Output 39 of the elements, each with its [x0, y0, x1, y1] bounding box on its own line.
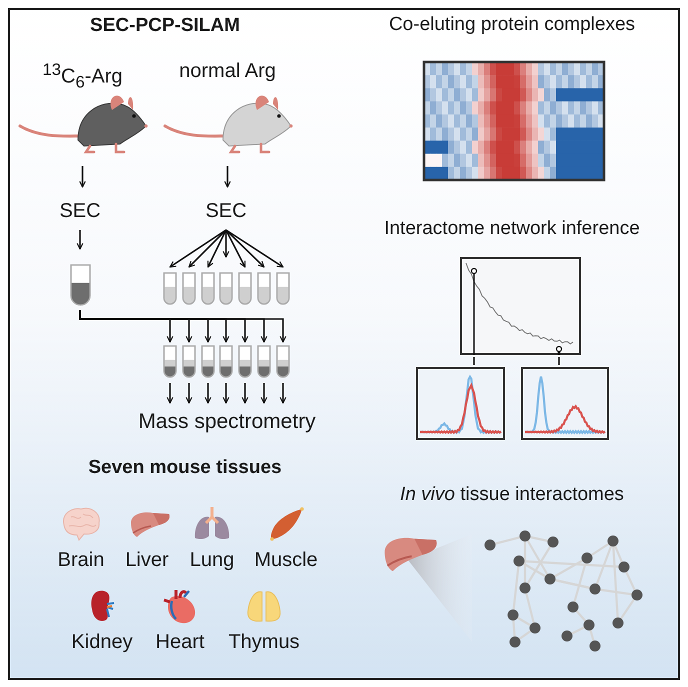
tissue-label: Muscle [254, 549, 318, 571]
section-heading: In vivo tissue interactomes [400, 484, 624, 505]
sample-label: normal Arg [178, 60, 277, 83]
arrow [188, 229, 227, 268]
arrow [280, 383, 286, 404]
section-heading: Seven mouse tissues [88, 457, 282, 478]
connector-line [558, 357, 560, 365]
tissue-label: Heart [156, 631, 204, 653]
elution-profile-chart [521, 367, 609, 440]
tissue-label: Thymus [228, 631, 300, 653]
elution-profile-chart [416, 367, 505, 440]
arrow [186, 383, 192, 404]
arrow [76, 230, 84, 250]
tissue-label: Brain [58, 549, 104, 571]
tissue-label: Lung [190, 549, 234, 571]
arrow [169, 229, 226, 268]
arrow [207, 230, 227, 268]
connector-line [473, 357, 475, 365]
section-heading: Co-eluting protein complexes [388, 14, 636, 35]
section-heading: Interactome network inference [384, 218, 640, 239]
tissue-label: Liver [125, 549, 169, 571]
arrow [166, 383, 174, 404]
arrow [225, 229, 265, 268]
tissue-label: Kidney [71, 631, 133, 653]
arrow [260, 383, 268, 404]
arrow [224, 166, 231, 188]
score-curve-chart [460, 257, 581, 355]
arrow [222, 383, 230, 404]
arrow [242, 383, 248, 404]
arrow [79, 166, 86, 188]
step-label: SEC [55, 200, 105, 223]
arrow [225, 230, 246, 268]
arrow [226, 229, 284, 268]
arrow [222, 230, 230, 258]
step-label: Mass spectrometry [124, 410, 330, 434]
title: SEC-PCP-SILAM [89, 15, 241, 37]
arrow [204, 383, 212, 404]
sample-label: $^{13}$C$_{6}$-Arg [41, 60, 124, 93]
step-label: SEC [201, 200, 251, 223]
